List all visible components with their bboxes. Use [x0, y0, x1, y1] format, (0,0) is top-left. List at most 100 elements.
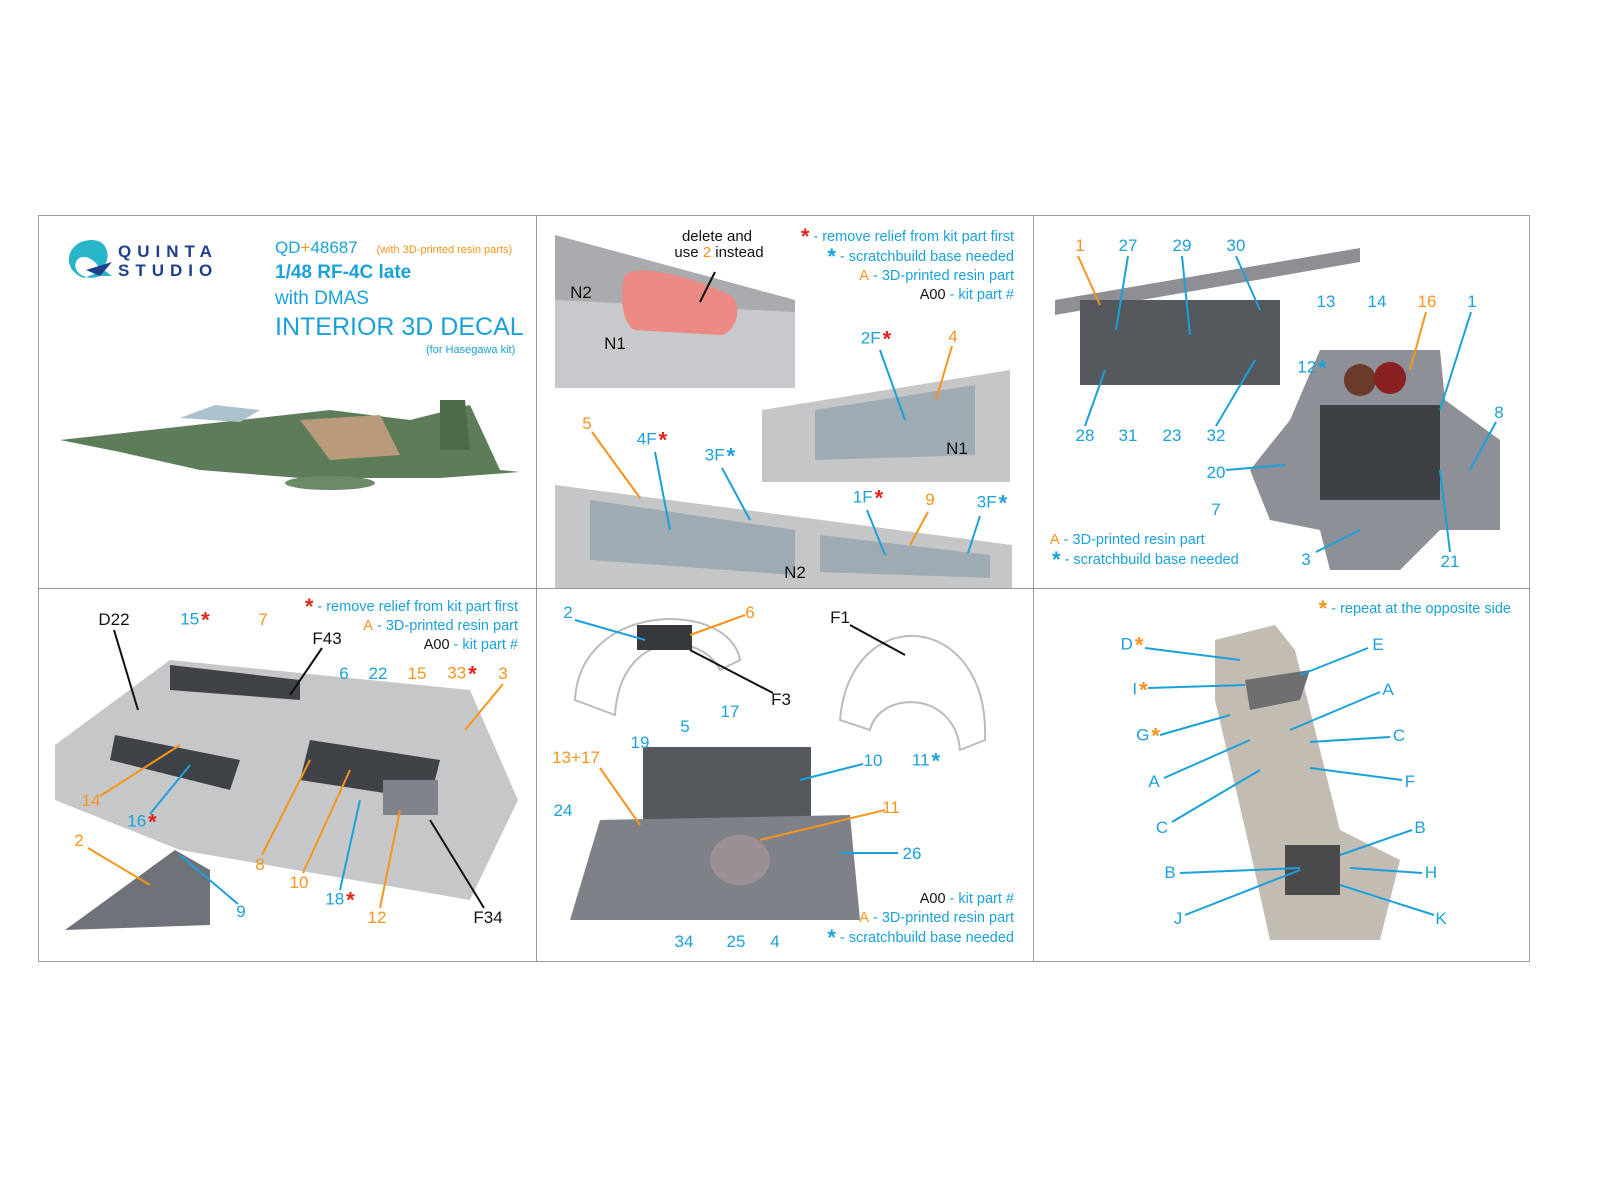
- fuselage-parts-illustration: [555, 235, 1012, 588]
- panel5-part-label: 19: [631, 734, 650, 752]
- panel4-part-label: 15: [408, 665, 427, 683]
- panel4-part-label: 14: [82, 792, 101, 810]
- legend-panel6: *- repeat at the opposite side: [1317, 596, 1511, 621]
- panel5-part-label: 5: [680, 718, 689, 736]
- callout-post: instead: [711, 244, 764, 261]
- ejection-seat-illustration: [1215, 625, 1400, 940]
- callout-delete: delete and: [681, 228, 753, 245]
- panel5-part-label: 26: [903, 845, 922, 863]
- panel6-part-label: G*: [1136, 725, 1160, 747]
- panel5-part-label: F1: [830, 609, 850, 627]
- part-number: 2: [563, 603, 573, 622]
- logo-text: QUINTA STUDIO: [118, 242, 218, 280]
- panel2-part-label: N2: [784, 564, 806, 582]
- panel-divider: [38, 588, 1530, 589]
- panel5-part-label: 13+17: [552, 749, 600, 767]
- legend-panel2: *- remove relief from kit part first *- …: [799, 226, 1014, 305]
- blue-star-icon: *: [1052, 547, 1061, 572]
- part-number: F43: [312, 629, 342, 648]
- panel4-part-label: 10: [290, 874, 309, 892]
- legend-remove: - remove relief from kit part first: [813, 229, 1014, 245]
- legend-scratch: - scratchbuild base needed: [839, 249, 1014, 265]
- panel4-part-label: 6: [339, 665, 348, 683]
- product-code: QD+48687 (with 3D-printed resin parts): [275, 238, 512, 258]
- legend-scratch: - scratchbuild base needed: [839, 930, 1014, 946]
- legend-kit-key: A00: [919, 891, 946, 907]
- part-number: 24: [553, 801, 573, 820]
- part-number: D22: [98, 610, 130, 629]
- part-number: 33: [447, 663, 467, 683]
- part-number: G: [1136, 725, 1150, 745]
- part-number: 8: [255, 855, 265, 874]
- part-number: 15: [180, 609, 200, 629]
- red-star-icon: *: [201, 607, 210, 633]
- panel5-part-label: 17: [721, 703, 740, 721]
- part-number: 34: [674, 932, 694, 951]
- part-number: 15: [407, 664, 427, 683]
- panel3-part-label: 32: [1207, 427, 1226, 445]
- part-number: F: [1404, 772, 1416, 791]
- panel2-part-label: 3F*: [704, 445, 735, 467]
- panel4-part-label: 8: [255, 856, 264, 874]
- legend-resin-key: A: [859, 910, 869, 926]
- part-number: 27: [1118, 236, 1138, 255]
- part-number: N2: [570, 283, 592, 302]
- panel2-part-label: N1: [946, 440, 968, 458]
- legend-kit: - kit part #: [949, 891, 1014, 907]
- part-number: 32: [1206, 426, 1226, 445]
- panel4-part-label: 33*: [447, 663, 476, 685]
- part-number: 10: [863, 751, 883, 770]
- panel4-part-label: F34: [473, 909, 502, 927]
- part-number: 2F: [860, 328, 881, 348]
- part-number: 3F: [976, 492, 997, 512]
- panel3-part-label: 13: [1317, 293, 1336, 311]
- legend-resin: - 3D-printed resin part: [872, 268, 1014, 284]
- part-number: 9: [236, 902, 246, 921]
- part-number: 1: [1467, 292, 1477, 311]
- legend-kit: - kit part #: [949, 287, 1014, 303]
- part-number: E: [1372, 635, 1384, 654]
- part-number: F1: [830, 608, 850, 627]
- orange-star-icon: *: [1134, 632, 1144, 658]
- panel5-part-label: 24: [554, 802, 573, 820]
- part-number: 16: [1417, 292, 1437, 311]
- panel5-part-label: 34: [675, 933, 694, 951]
- part-number: N1: [604, 334, 626, 353]
- panel6-part-label: K: [1435, 910, 1446, 928]
- panel4-part-label: 2: [74, 832, 83, 850]
- part-number: 6: [745, 603, 755, 622]
- part-number: 23: [1162, 426, 1182, 445]
- panel3-part-label: 31: [1119, 427, 1138, 445]
- panel5-part-label: 25: [727, 933, 746, 951]
- panel5-part-label: 11: [882, 799, 900, 817]
- panel3-part-label: 30: [1227, 237, 1246, 255]
- legend-panel4: *- remove relief from kit part first A- …: [303, 594, 518, 655]
- part-number: 3F: [704, 445, 725, 465]
- panel5-part-label: 2: [563, 604, 572, 622]
- blue-star-icon: *: [1318, 355, 1327, 381]
- panel5-part-label: 11*: [912, 750, 940, 772]
- code-prefix: QD: [275, 238, 301, 257]
- variant-title: with DMAS: [275, 288, 369, 309]
- cockpit-tub-illustration: [55, 660, 518, 930]
- red-star-icon: *: [304, 594, 314, 619]
- part-number: C: [1155, 818, 1169, 837]
- part-number: B: [1414, 818, 1426, 837]
- part-number: A: [1382, 680, 1394, 699]
- part-number: I: [1132, 679, 1138, 699]
- panel2-part-label: 9: [925, 491, 934, 509]
- legend-scratch: - scratchbuild base needed: [1064, 552, 1239, 568]
- part-number: 21: [1440, 552, 1460, 571]
- panel3-part-label: 7: [1211, 501, 1220, 519]
- cockpit-panels-illustration: [1055, 248, 1500, 570]
- part-number: 3: [498, 664, 508, 683]
- part-number: 3: [1301, 550, 1311, 569]
- panel6-part-label: H: [1425, 864, 1437, 882]
- red-star-icon: *: [148, 809, 157, 835]
- part-number: 2: [74, 831, 84, 850]
- part-number: A: [1148, 772, 1160, 791]
- part-number: 19: [630, 733, 650, 752]
- orange-star-icon: *: [1318, 596, 1328, 621]
- part-number: 29: [1172, 236, 1192, 255]
- panel4-part-label: 12: [368, 909, 387, 927]
